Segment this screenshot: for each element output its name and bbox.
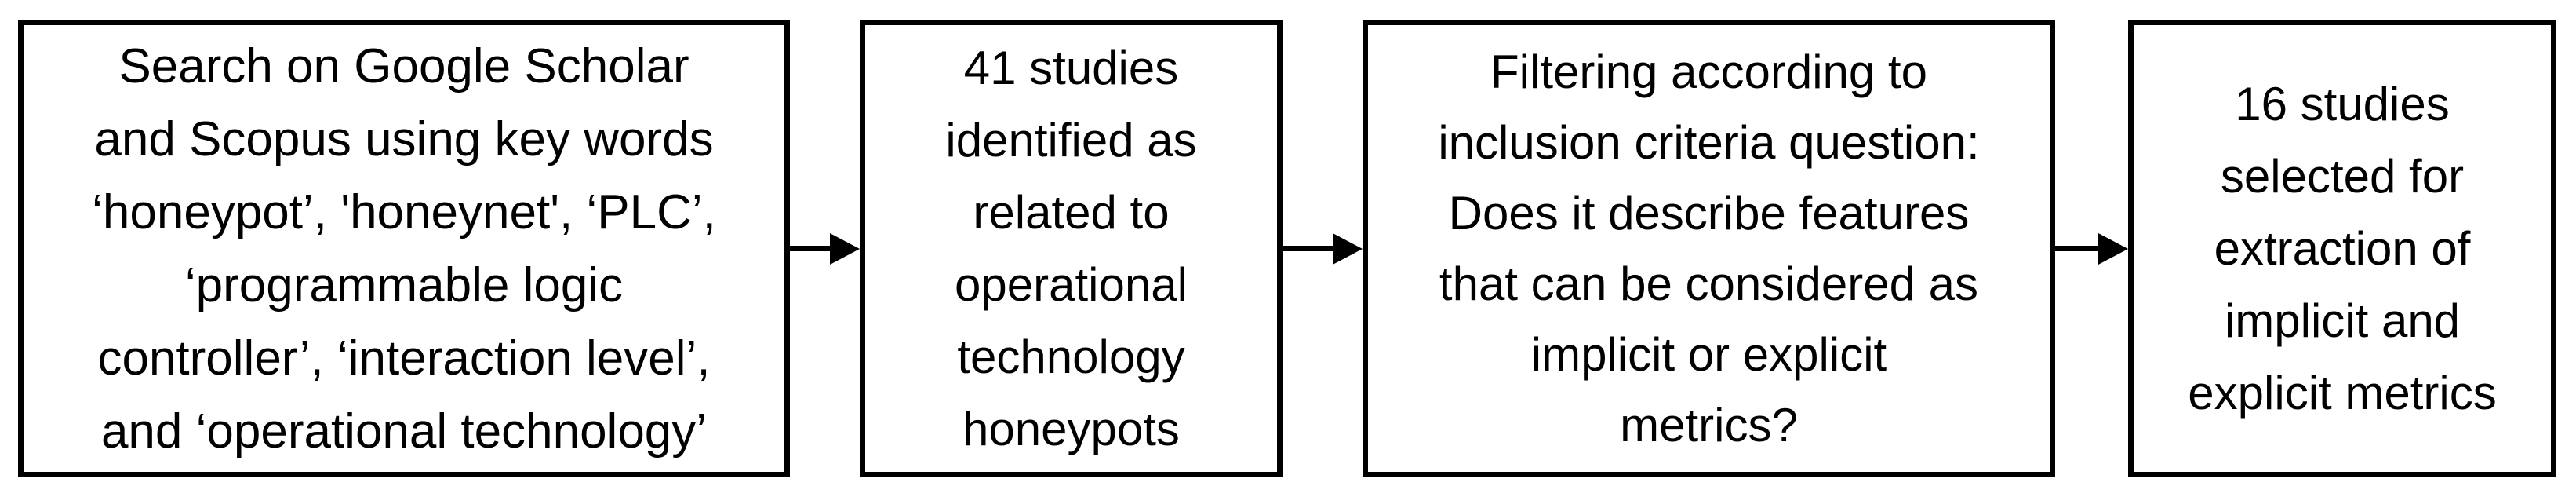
arrow-head: [2098, 232, 2128, 265]
flow-step-selected-line: selected for: [2220, 149, 2465, 203]
flow-step-filtering-box: Filtering according to inclusion criteri…: [1363, 20, 2055, 477]
flow-step-search-box: Search on Google Scholar and Scopus usin…: [18, 20, 790, 477]
flow-step-filtering-line: Does it describe features: [1448, 186, 1970, 239]
flow-step-filtering-line: metrics?: [1620, 398, 1798, 451]
arrow-shaft: [790, 246, 830, 251]
flow-step-filtering-line: inclusion criteria question:: [1438, 115, 1980, 169]
arrow-head: [1333, 232, 1363, 265]
right-arrow-icon: [1283, 20, 1363, 477]
flow-step-identified-line: honeypots: [962, 402, 1180, 455]
flow-step-identified-box: 41 studies identified as related to oper…: [860, 20, 1283, 477]
arrow-head: [830, 232, 860, 265]
flow-step-selected-line: extraction of: [2214, 221, 2471, 275]
flow-step-identified-line: 41 studies: [963, 41, 1179, 94]
flow-step-selected-line: 16 studies: [2235, 77, 2450, 130]
right-arrow-icon: [790, 20, 860, 477]
flow-step-identified-line: technology: [957, 330, 1185, 383]
flow-step-search-line: Search on Google Scholar: [118, 38, 689, 93]
arrow-shaft: [1283, 246, 1333, 251]
flow-step-selected-box: 16 studies selected for extraction of im…: [2128, 20, 2556, 477]
flow-step-selected-line: implicit and: [2224, 294, 2461, 347]
flow-step-search-line: controller’, ‘interaction level’,: [97, 331, 711, 386]
flow-step-search-line: and ‘operational technology’: [100, 404, 708, 459]
right-arrow-icon: [2055, 20, 2128, 477]
flow-step-selected-line: explicit metrics: [2188, 366, 2497, 419]
flow-step-search-line: ‘honeypot’, 'honeynet', ‘PLC’,: [92, 185, 716, 239]
flow-step-identified-line: identified as: [945, 113, 1197, 166]
flow-step-filtering-line: Filtering according to: [1490, 45, 1927, 98]
flow-step-identified-line: operational: [955, 258, 1188, 311]
flow-step-search-line: and Scopus using key words: [94, 111, 714, 166]
flow-step-filtering-line: implicit or explicit: [1530, 327, 1887, 381]
arrow-shaft: [2055, 246, 2098, 251]
flow-step-filtering-line: that can be considered as: [1439, 257, 1979, 310]
flow-step-search-line: ‘programmable logic: [184, 258, 624, 312]
flow-step-identified-line: related to: [973, 185, 1170, 239]
